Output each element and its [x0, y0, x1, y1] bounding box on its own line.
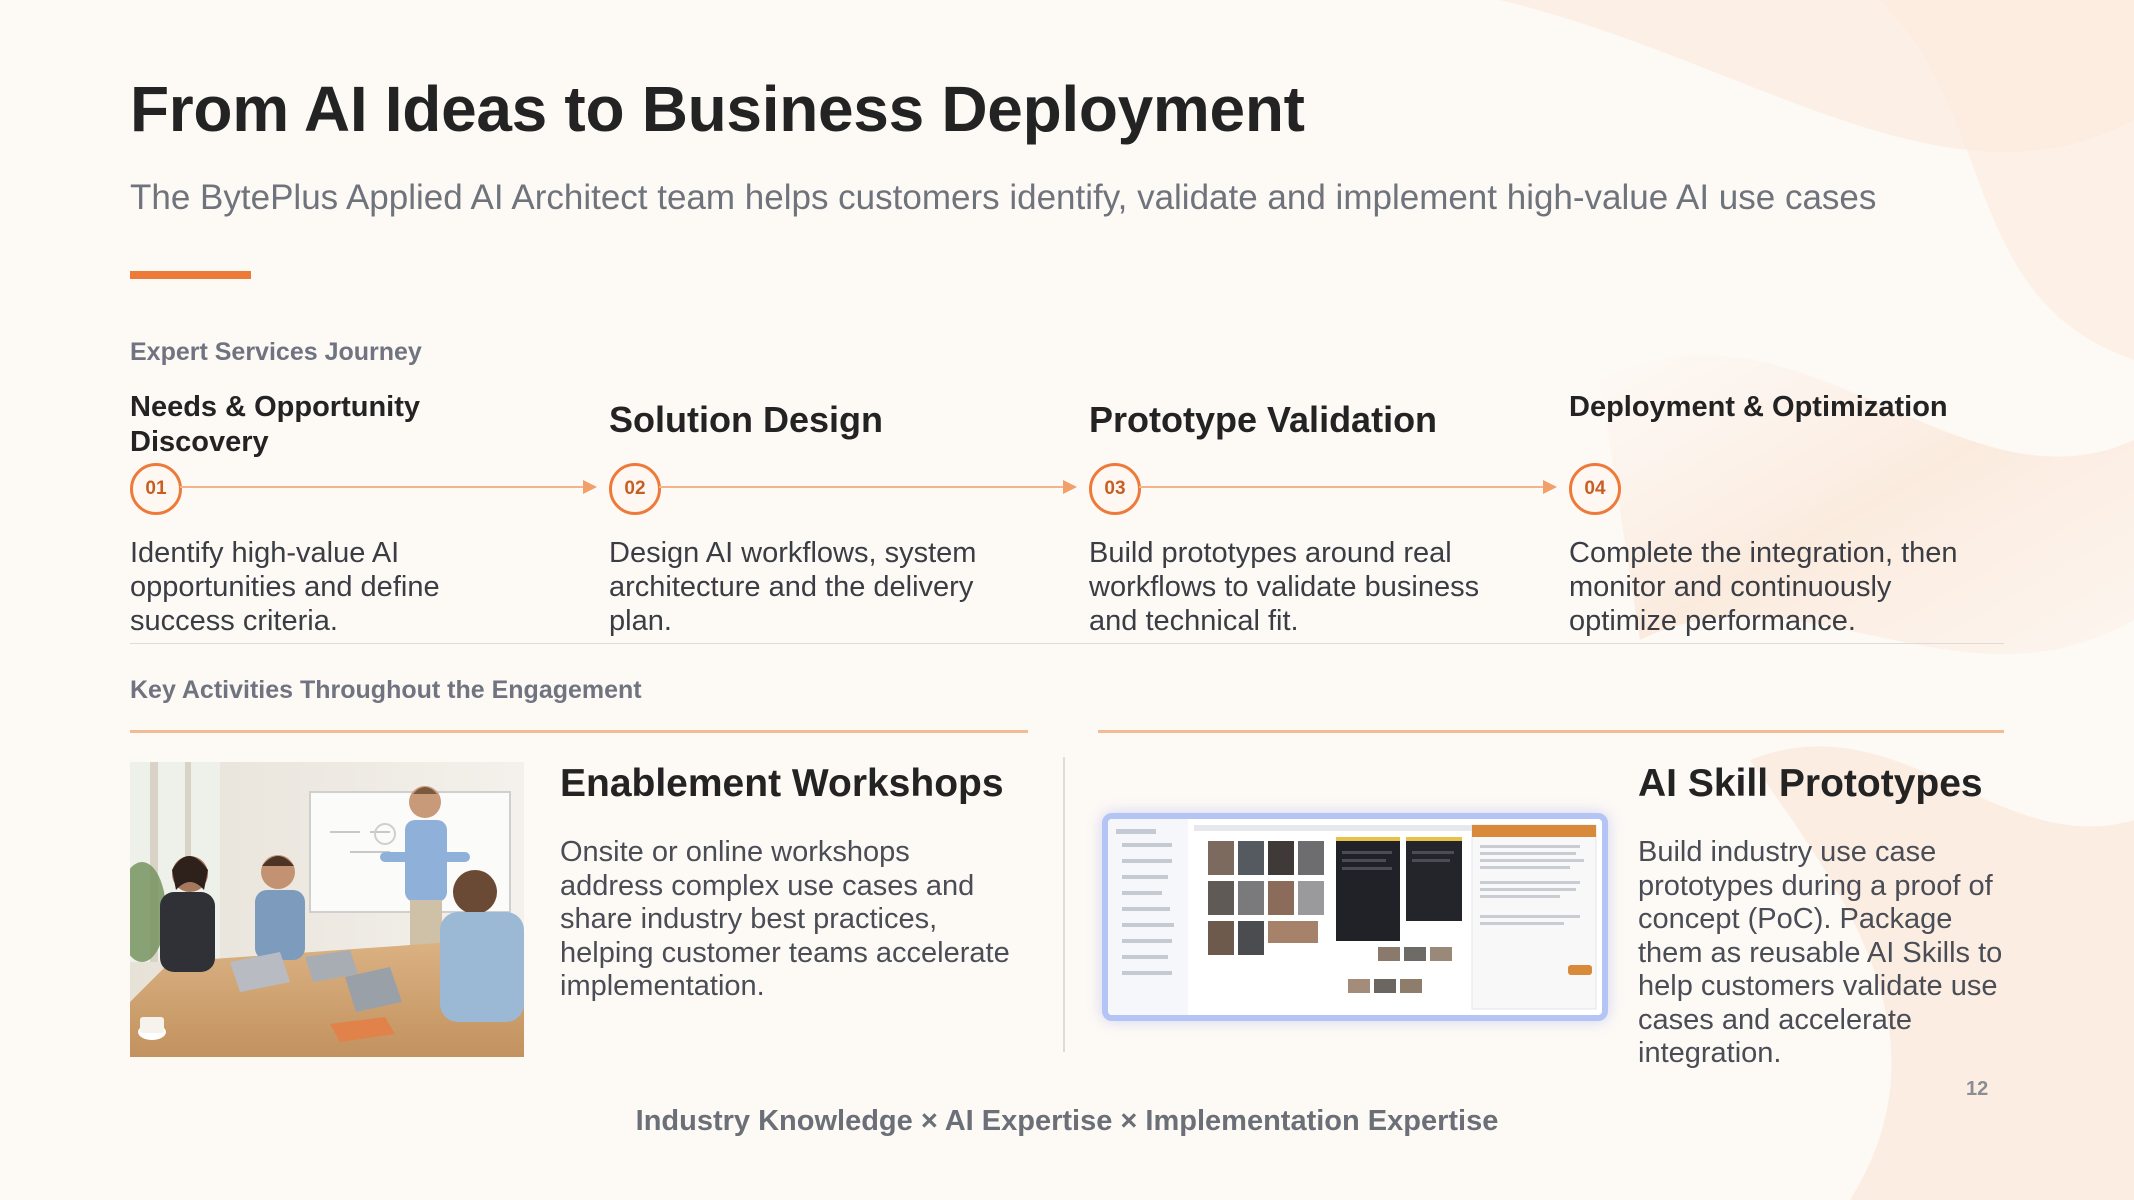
step-1-title: Needs & Opportunity Discovery [130, 391, 421, 458]
card-2-rule [1098, 730, 2004, 733]
step-1-number-badge: 01 [130, 463, 182, 515]
page-title: From AI Ideas to Business Deployment [130, 73, 1305, 145]
step-2-description: Design AI workflows, system architecture… [609, 537, 977, 637]
step-4-description: Complete the integration, then monitor a… [1569, 537, 1958, 637]
card-2-title: AI Skill Prototypes [1638, 762, 1983, 805]
arrow-right-icon [583, 480, 597, 494]
card-1-title: Enablement Workshops [560, 762, 1004, 805]
accent-bar [130, 271, 251, 279]
step-1-connector [180, 486, 585, 488]
prototype-screenshot [1102, 813, 1608, 1021]
step-4-number-badge: 04 [1569, 463, 1621, 515]
step-3-number-badge: 03 [1089, 463, 1141, 515]
page-subtitle: The BytePlus Applied AI Architect team h… [130, 178, 1877, 217]
footer-tagline: Industry Knowledge × AI Expertise × Impl… [635, 1105, 1499, 1137]
card-divider [1063, 757, 1065, 1052]
workshop-photo [130, 762, 524, 1057]
card-2-description: Build industry use case prototypes durin… [1638, 836, 2003, 1069]
step-2-title: Solution Design [609, 399, 883, 440]
step-3-connector [1139, 486, 1545, 488]
arrow-right-icon [1063, 480, 1077, 494]
step-3-title: Prototype Validation [1089, 399, 1438, 440]
step-3-description: Build prototypes around real workflows t… [1089, 537, 1480, 637]
card-1-rule [130, 730, 1028, 733]
page-number: 12 [1966, 1078, 1989, 1100]
step-4-title: Deployment & Optimization [1569, 391, 1948, 423]
step-1-description: Identify high-value AI opportunities and… [130, 537, 440, 637]
card-1-description: Onsite or online workshops address compl… [560, 836, 1010, 1002]
section-divider [130, 643, 2004, 644]
activities-section-label: Key Activities Throughout the Engagement [130, 676, 642, 704]
step-2-number-badge: 02 [609, 463, 661, 515]
arrow-right-icon [1543, 480, 1557, 494]
step-2-connector [659, 486, 1065, 488]
journey-section-label: Expert Services Journey [130, 338, 422, 366]
